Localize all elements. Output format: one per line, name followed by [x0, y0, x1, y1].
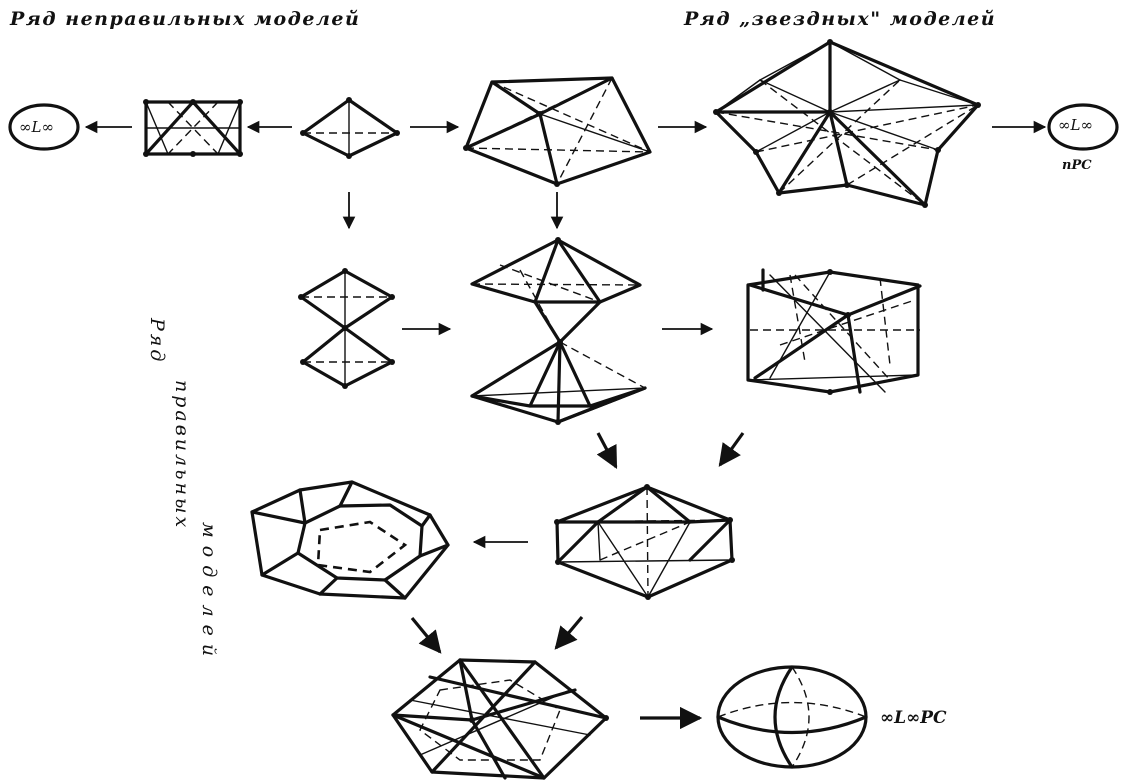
right-circle-symbol: ∞L∞ [1058, 116, 1093, 134]
double-pentagonal-pyramid [472, 237, 645, 425]
complex-polyhedron [393, 660, 609, 778]
double-tetrahedron [298, 268, 395, 389]
right-circle-subscript: nPC [1062, 158, 1092, 173]
star-polyhedron [713, 39, 981, 208]
arrow-double-pentagon-to-icosahedron [598, 433, 616, 467]
pentagonal-bipyramid [463, 78, 650, 187]
icosahedron [554, 484, 735, 600]
irregular-prism [143, 99, 243, 157]
vertical-label-line3: моделей [198, 522, 220, 664]
sphere-symbol: ∞L∞PC [880, 708, 947, 728]
tetrahedron [300, 97, 400, 159]
vertical-label-line2: правильных [171, 380, 193, 530]
vertical-label-line1: Ряд [146, 318, 168, 364]
arrow-icosahedron-to-final [556, 617, 582, 648]
title-star-series: Ряд „звездных" моделей [684, 8, 996, 30]
left-circle-symbol: ∞L∞ [19, 118, 54, 136]
sphere [718, 667, 866, 767]
star-prism [748, 269, 920, 395]
arrow-star-prism-to-icosahedron [720, 433, 743, 465]
arrow-dodecahedron-to-final [412, 618, 440, 652]
dodecahedron [252, 482, 448, 598]
title-irregular-series: Ряд неправильных моделей [10, 8, 360, 30]
